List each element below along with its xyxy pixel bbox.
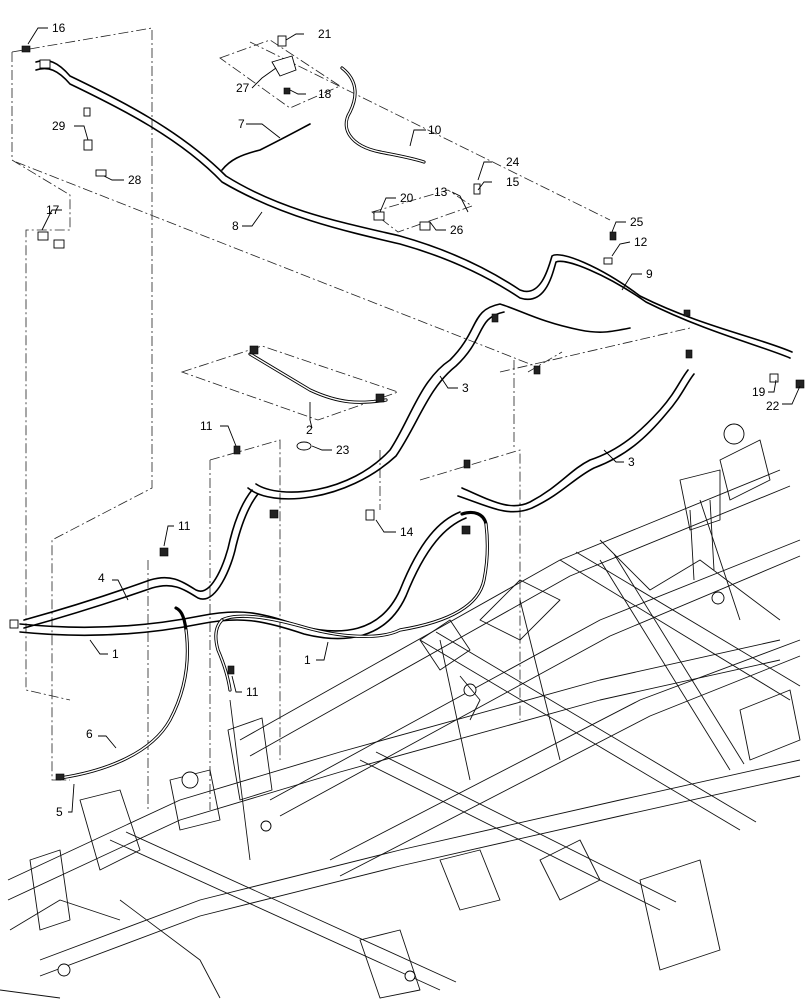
callout-2: 2 xyxy=(306,423,313,437)
callout-27: 27 xyxy=(236,81,250,95)
callout-24: 24 xyxy=(506,155,520,169)
callout-7: 7 xyxy=(238,117,245,131)
callout-1-right: 1 xyxy=(304,653,311,667)
callout-10: 10 xyxy=(428,123,442,137)
reference-boundaries xyxy=(11,27,691,810)
callout-25: 25 xyxy=(630,215,644,229)
callout-12: 12 xyxy=(634,235,648,249)
callout-17: 17 xyxy=(46,203,60,217)
hydraulic-hoses xyxy=(19,59,793,780)
fittings xyxy=(9,35,805,781)
callout-19: 19 xyxy=(752,385,766,399)
callout-21: 21 xyxy=(318,27,332,41)
callout-29: 29 xyxy=(52,119,66,133)
leader-lines xyxy=(27,27,801,813)
callout-5: 5 xyxy=(56,805,63,819)
callout-20: 20 xyxy=(400,191,414,205)
callout-3-right: 3 xyxy=(628,455,635,469)
callout-22: 22 xyxy=(766,399,780,413)
callout-1-left: 1 xyxy=(112,647,119,661)
callout-4: 4 xyxy=(98,571,105,585)
callout-labels: 16 21 27 18 7 10 29 28 24 13 15 20 17 8 … xyxy=(46,21,780,819)
implement-frame xyxy=(0,423,801,999)
callout-16: 16 xyxy=(52,21,66,35)
callout-6: 6 xyxy=(86,727,93,741)
callout-8: 8 xyxy=(232,219,239,233)
callout-18: 18 xyxy=(318,87,332,101)
callout-14: 14 xyxy=(400,525,414,539)
callout-11-top: 11 xyxy=(200,419,213,433)
callout-3-upper: 3 xyxy=(462,381,469,395)
callout-13: 13 xyxy=(434,185,448,199)
callout-15: 15 xyxy=(506,175,520,189)
callout-11-low: 11 xyxy=(246,685,259,699)
callout-23: 23 xyxy=(336,443,350,457)
callout-28: 28 xyxy=(128,173,142,187)
callout-11-mid: 11 xyxy=(178,519,191,533)
callout-26: 26 xyxy=(450,223,464,237)
callout-9: 9 xyxy=(646,267,653,281)
